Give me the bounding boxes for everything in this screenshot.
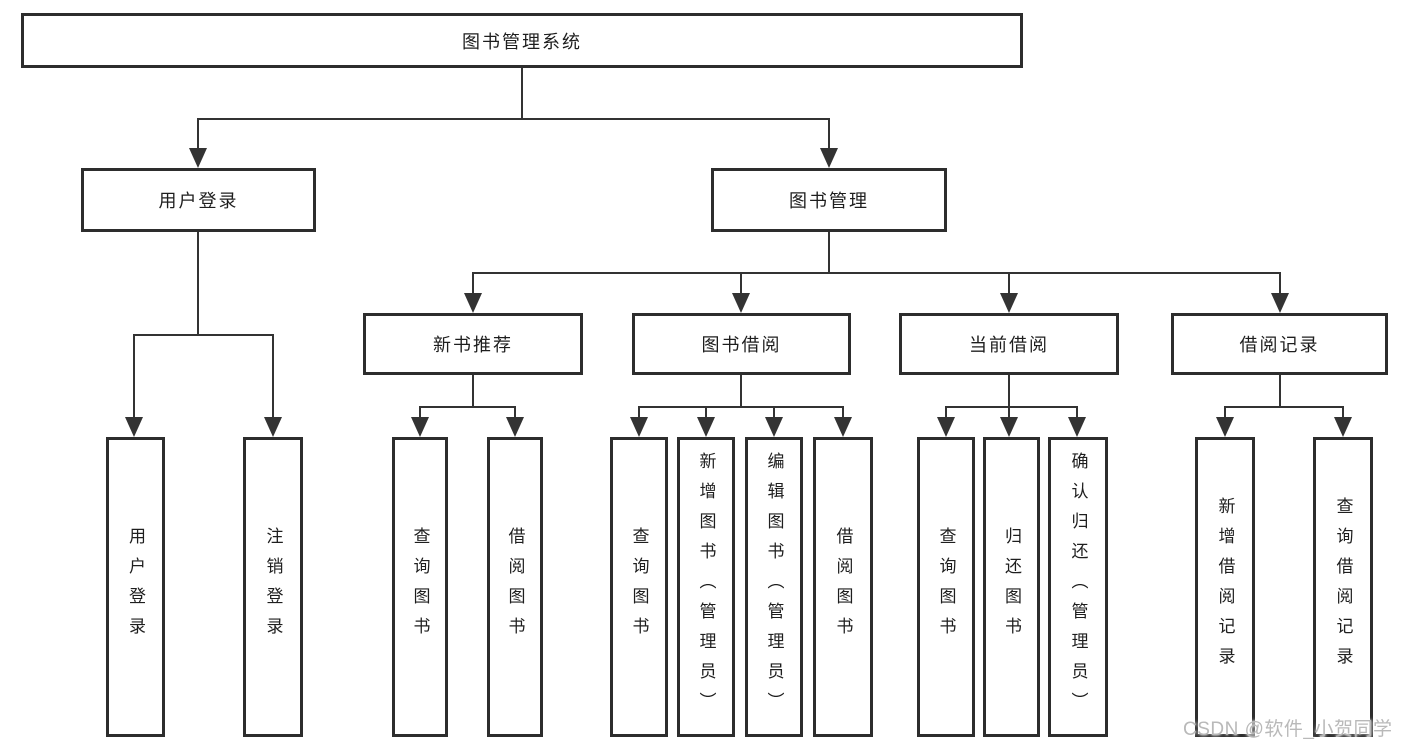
node-user-login: 用户登录 — [81, 168, 316, 232]
connector-stem — [419, 406, 421, 418]
arrowhead-down-icon — [1068, 417, 1086, 437]
arrowhead-down-icon — [464, 293, 482, 313]
node-label: 新增借阅记录 — [1215, 497, 1235, 677]
node-label: 图书管理 — [789, 191, 869, 211]
leaf-query-books: 查询图书 — [392, 437, 448, 737]
connector-stem — [133, 334, 135, 418]
connector-stem — [842, 406, 844, 418]
connector-root-stem — [521, 68, 523, 118]
node-label: 图书借阅 — [701, 335, 782, 355]
node-label: 查询图书 — [629, 527, 649, 647]
connector-horizontal — [1224, 406, 1344, 408]
connector-stem — [272, 334, 274, 418]
connector-stem — [1224, 406, 1226, 418]
leaf-add-borrow-record: 新增借阅记录 — [1195, 437, 1255, 737]
node-label: 查询图书 — [936, 527, 956, 647]
arrowhead-down-icon — [834, 417, 852, 437]
leaf-logout: 注销登录 — [243, 437, 303, 737]
connector-level1-horizontal — [197, 118, 830, 120]
arrowhead-down-icon — [125, 417, 143, 437]
leaf-confirm-return-admin: 确认归还（管理员） — [1048, 437, 1108, 737]
arrowhead-down-icon — [732, 293, 750, 313]
arrowhead-down-icon — [1216, 417, 1234, 437]
node-label: 确认归还（管理员） — [1068, 452, 1088, 722]
connector-stem — [828, 232, 830, 272]
node-borrowing-records: 借阅记录 — [1171, 313, 1388, 375]
leaf-borrow-books: 借阅图书 — [487, 437, 543, 737]
connector-stem — [740, 375, 742, 406]
connector-horizontal — [419, 406, 516, 408]
connector-stem — [638, 406, 640, 418]
connector-stem — [514, 406, 516, 418]
connector-stem — [828, 118, 830, 150]
leaf-user-login: 用户登录 — [106, 437, 165, 737]
node-label: 归还图书 — [1002, 527, 1021, 647]
leaf-return-books: 归还图书 — [983, 437, 1040, 737]
connector-stem — [705, 406, 707, 418]
connector-horizontal — [638, 406, 844, 408]
csdn-watermark: CSDN @软件_小贺同学 — [1183, 719, 1393, 740]
arrowhead-down-icon — [1000, 293, 1018, 313]
leaf-query-borrow-record: 查询借阅记录 — [1313, 437, 1373, 737]
connector-level2-horizontal — [472, 272, 1281, 274]
connector-stem — [1008, 406, 1010, 418]
node-label: 借阅记录 — [1239, 335, 1320, 355]
leaf-borrow-books: 借阅图书 — [813, 437, 873, 737]
leaf-query-books: 查询图书 — [610, 437, 668, 737]
node-new-book-recommendation: 新书推荐 — [363, 313, 583, 375]
arrowhead-down-icon — [1000, 417, 1018, 437]
connector-stem — [472, 272, 474, 294]
node-label: 注销登录 — [263, 527, 283, 647]
connector-stem — [1008, 272, 1010, 294]
node-label: 新增图书（管理员） — [696, 452, 716, 722]
node-label: 新书推荐 — [433, 335, 513, 355]
node-book-borrowing: 图书借阅 — [632, 313, 851, 375]
connector-stem — [1279, 375, 1281, 406]
arrowhead-down-icon — [264, 417, 282, 437]
leaf-edit-book-admin: 编辑图书（管理员） — [745, 437, 803, 737]
connector-stem — [773, 406, 775, 418]
connector-stem — [197, 118, 199, 150]
node-label: 用户登录 — [158, 191, 239, 211]
node-label: 编辑图书（管理员） — [764, 452, 784, 722]
arrowhead-down-icon — [820, 148, 838, 168]
node-label: 用户登录 — [126, 527, 145, 647]
node-label: 当前借阅 — [969, 335, 1049, 355]
connector-stem — [740, 272, 742, 294]
leaf-add-book-admin: 新增图书（管理员） — [677, 437, 735, 737]
node-label: 借阅图书 — [833, 527, 853, 647]
arrowhead-down-icon — [506, 417, 524, 437]
arrowhead-down-icon — [1334, 417, 1352, 437]
arrowhead-down-icon — [1271, 293, 1289, 313]
arrowhead-down-icon — [697, 417, 715, 437]
connector-stem — [1008, 375, 1010, 406]
node-label: 借阅图书 — [505, 527, 525, 647]
connector-horizontal — [133, 334, 274, 336]
connector-horizontal — [945, 406, 1078, 408]
connector-stem — [197, 232, 199, 334]
node-library-management-system: 图书管理系统 — [21, 13, 1023, 68]
node-book-management: 图书管理 — [711, 168, 947, 232]
leaf-query-books: 查询图书 — [917, 437, 975, 737]
arrowhead-down-icon — [765, 417, 783, 437]
node-label: 图书管理系统 — [462, 31, 582, 52]
node-label: 查询图书 — [410, 527, 430, 647]
connector-stem — [472, 375, 474, 406]
connector-stem — [1076, 406, 1078, 418]
connector-stem — [1342, 406, 1344, 418]
arrowhead-down-icon — [937, 417, 955, 437]
arrowhead-down-icon — [189, 148, 207, 168]
node-label: 查询借阅记录 — [1333, 497, 1353, 677]
arrowhead-down-icon — [630, 417, 648, 437]
arrowhead-down-icon — [411, 417, 429, 437]
node-current-borrowing: 当前借阅 — [899, 313, 1119, 375]
connector-stem — [1279, 272, 1281, 294]
connector-stem — [945, 406, 947, 418]
